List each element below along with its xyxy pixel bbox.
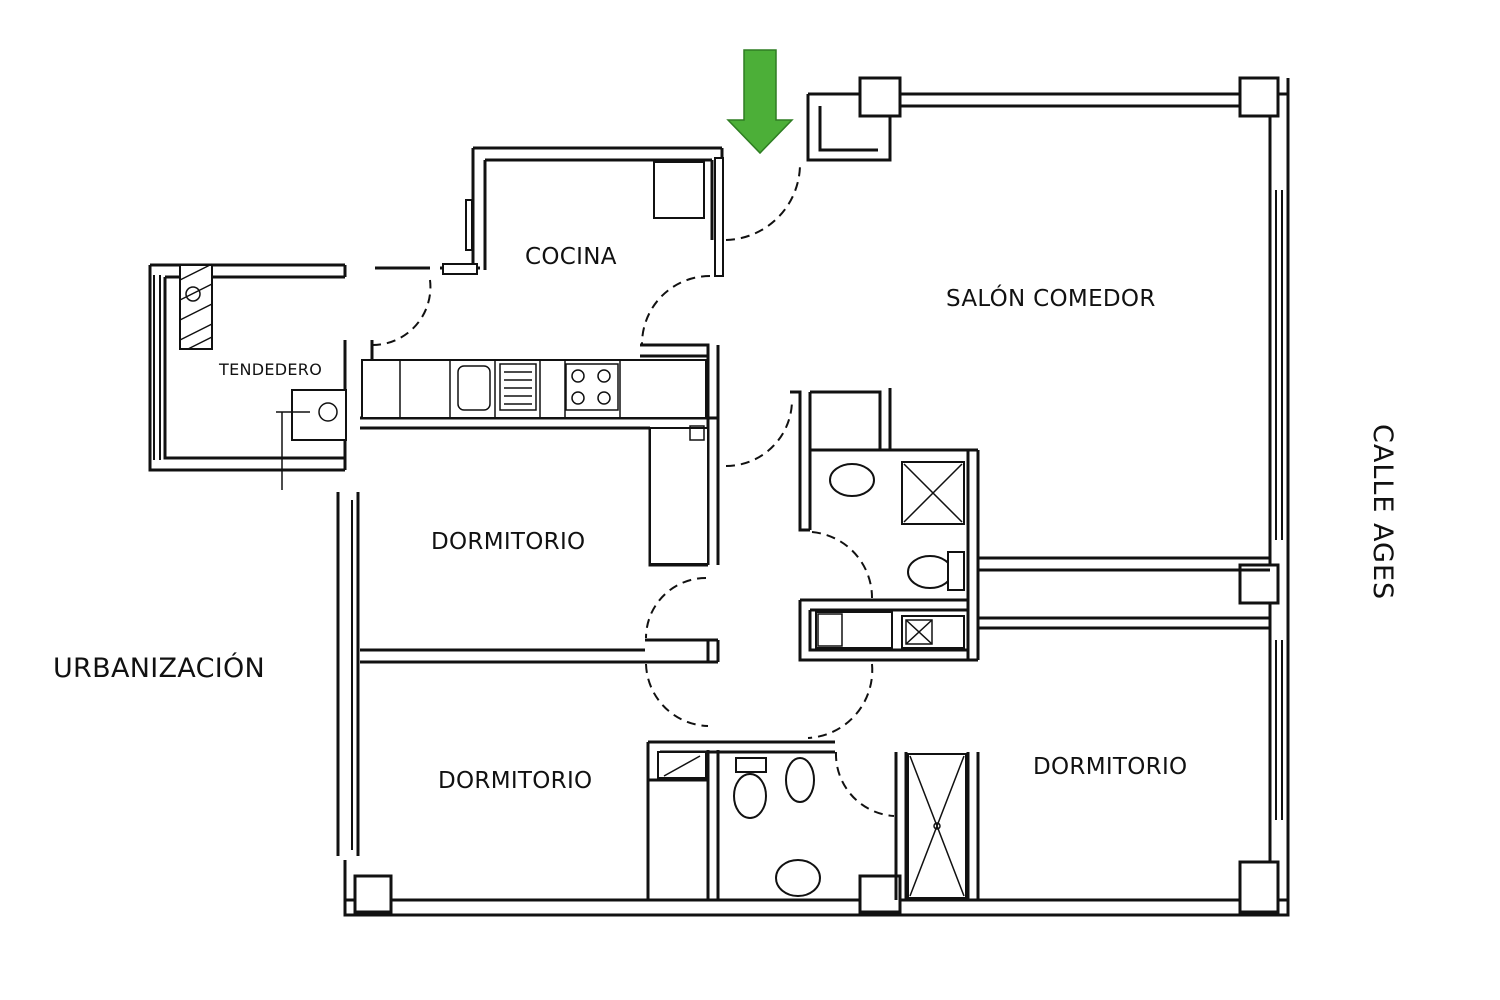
room-label-salon-comedor: SALÓN COMEDOR [946,286,1156,312]
room-label-dormitorio-2: DORMITORIO [438,768,593,794]
room-label-tendedero: TENDEDERO [219,360,323,379]
room-label-dormitorio-3: DORMITORIO [1033,754,1188,780]
surroundings-label-west: URBANIZACIÓN [53,653,266,684]
structural-columns [353,76,1280,914]
hob-burners [565,363,619,411]
fixtures [179,157,967,899]
windows [153,190,1283,850]
door-swings [371,163,895,817]
entrance-arrow-icon [726,49,794,155]
surroundings-label-east: CALLE AGES [1367,424,1398,601]
stove-grill [499,363,537,411]
room-label-dormitorio-1: DORMITORIO [431,529,586,555]
room-label-cocina: COCINA [525,244,617,270]
